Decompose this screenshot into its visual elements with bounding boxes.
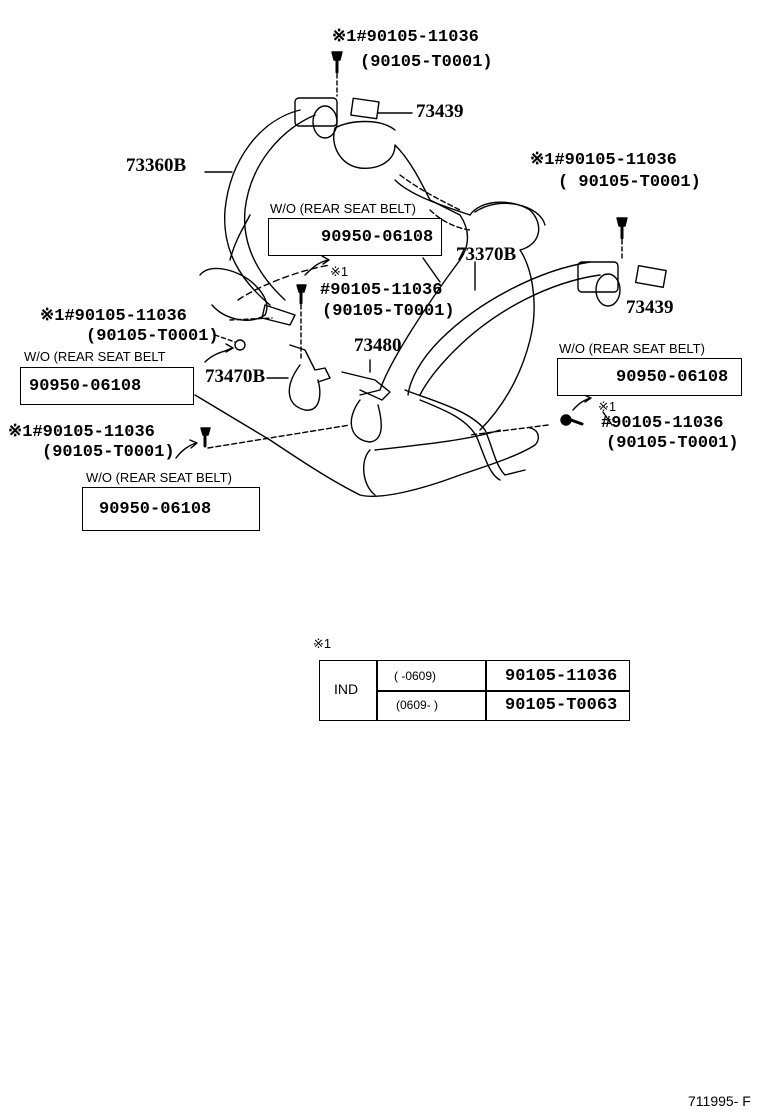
label-right-bolt-b: ( 90105-T0001) — [558, 173, 701, 192]
belt-right-inner — [419, 274, 601, 396]
bolt-mid — [296, 284, 307, 305]
plug-small-left — [234, 339, 246, 351]
buckle-left-loop — [288, 364, 321, 411]
label-left-bolt-a: ※1#90105-11036 — [40, 307, 187, 326]
label-buckle-center: 73480 — [354, 335, 402, 356]
label-cover-top: 73439 — [416, 101, 464, 122]
belt-left-inner — [243, 114, 316, 301]
label-plug-mid: 90950-06108 — [321, 228, 434, 247]
leader-left-bolt — [229, 317, 273, 321]
seat-back-left — [333, 127, 469, 396]
seat-back-upper — [334, 120, 396, 131]
bolt-rlow-leader — [469, 424, 549, 436]
buckle-center-loop — [350, 399, 382, 443]
label-wo-mid: W/O (REAR SEAT BELT) — [270, 201, 416, 216]
plug-left-leader — [214, 334, 236, 343]
label-mid-bolt-b: (90105-T0001) — [322, 302, 455, 321]
belt-left-outer — [223, 109, 301, 306]
bolt-lower — [200, 427, 211, 448]
label-plug-lower: 90950-06108 — [99, 500, 212, 519]
belt-left-loop — [199, 267, 268, 321]
label-rbolt-mark: ※1 — [598, 399, 617, 414]
seat-left-dash — [237, 264, 331, 301]
label-plug-left: 90950-06108 — [29, 377, 142, 396]
label-buckle-left: 73470B — [205, 366, 266, 387]
footnote-table: IND ( -0609) 90105-11036 (0609- ) 90105-… — [319, 660, 630, 721]
label-mid-bolt-a: #90105-11036 — [320, 281, 443, 300]
label-wo-lower: W/O (REAR SEAT BELT) — [86, 470, 232, 485]
arrow-lower — [175, 439, 198, 459]
label-rbolt-a: #90105-11036 — [601, 414, 724, 433]
bolt-lower-leader — [207, 424, 351, 449]
retractor-right-roll — [595, 273, 621, 307]
label-top-bolt-b: (90105-T0001) — [360, 53, 493, 72]
arrow-mid — [304, 255, 330, 276]
headrest-right — [474, 202, 546, 226]
box-plug-left: 90950-06108 — [20, 367, 194, 405]
table-period-1: ( -0609) — [394, 669, 437, 683]
label-mid-bolt-mark: ※1 — [330, 264, 349, 279]
belt-right-lower2 — [419, 399, 501, 481]
cover-top-shape — [350, 97, 380, 120]
label-left-bolt-b: (90105-T0001) — [86, 327, 219, 346]
box-plug-right: 90950-06108 — [557, 358, 742, 396]
label-rbolt-b: (90105-T0001) — [606, 434, 739, 453]
label-cover-right: 73439 — [626, 297, 674, 318]
label-plug-right: 90950-06108 — [616, 368, 729, 387]
figure-id: 711995- F — [688, 1093, 751, 1109]
seat-cushion — [194, 394, 539, 497]
table-region: IND — [334, 681, 359, 697]
buckle-left-strap — [289, 344, 331, 383]
seat-dash-top — [429, 209, 471, 231]
leader-mid-box — [422, 257, 441, 283]
arrow-left — [204, 343, 234, 363]
table-part-1: 90105-11036 — [505, 667, 618, 686]
table-row-divider — [376, 690, 629, 692]
table-part-2: 90105-T0063 — [505, 696, 618, 715]
label-right-bolt-a: ※1#90105-11036 — [530, 151, 677, 170]
seat-dash-2 — [399, 174, 461, 211]
retractor-top — [294, 97, 338, 127]
bolt-top — [331, 51, 343, 74]
retractor-top-roll — [312, 105, 338, 139]
belt-right-lower — [404, 389, 526, 476]
label-top-bolt-a: ※1#90105-11036 — [332, 28, 479, 47]
arrow-rlow — [572, 394, 592, 411]
seat-back-right — [469, 201, 540, 431]
seat-mid-crease — [394, 179, 471, 216]
label-belt-right: 73370B — [456, 244, 517, 265]
seat-cushion-front — [363, 449, 376, 496]
label-lower-bolt-b: (90105-T0001) — [42, 443, 175, 462]
bolt-right — [616, 217, 628, 240]
bolt-rlow — [560, 414, 584, 426]
box-plug-mid: 90950-06108 — [268, 218, 442, 256]
label-wo-right: W/O (REAR SEAT BELT) — [559, 341, 705, 356]
retractor-right — [577, 261, 619, 293]
label-belt-left: 73360B — [126, 155, 187, 176]
buckle-center-strap — [341, 371, 391, 401]
label-wo-left: W/O (REAR SEAT BELT — [24, 349, 166, 364]
label-lower-bolt-a: ※1#90105-11036 — [8, 423, 155, 442]
box-plug-lower: 90950-06108 — [82, 487, 260, 531]
cover-right-shape — [634, 264, 667, 288]
footnote-mark: ※1 — [313, 636, 332, 651]
leader-rbolt — [602, 411, 613, 426]
anchor-left — [261, 304, 296, 326]
belt-right-outer — [407, 261, 591, 396]
table-period-2: (0609- ) — [396, 698, 439, 712]
